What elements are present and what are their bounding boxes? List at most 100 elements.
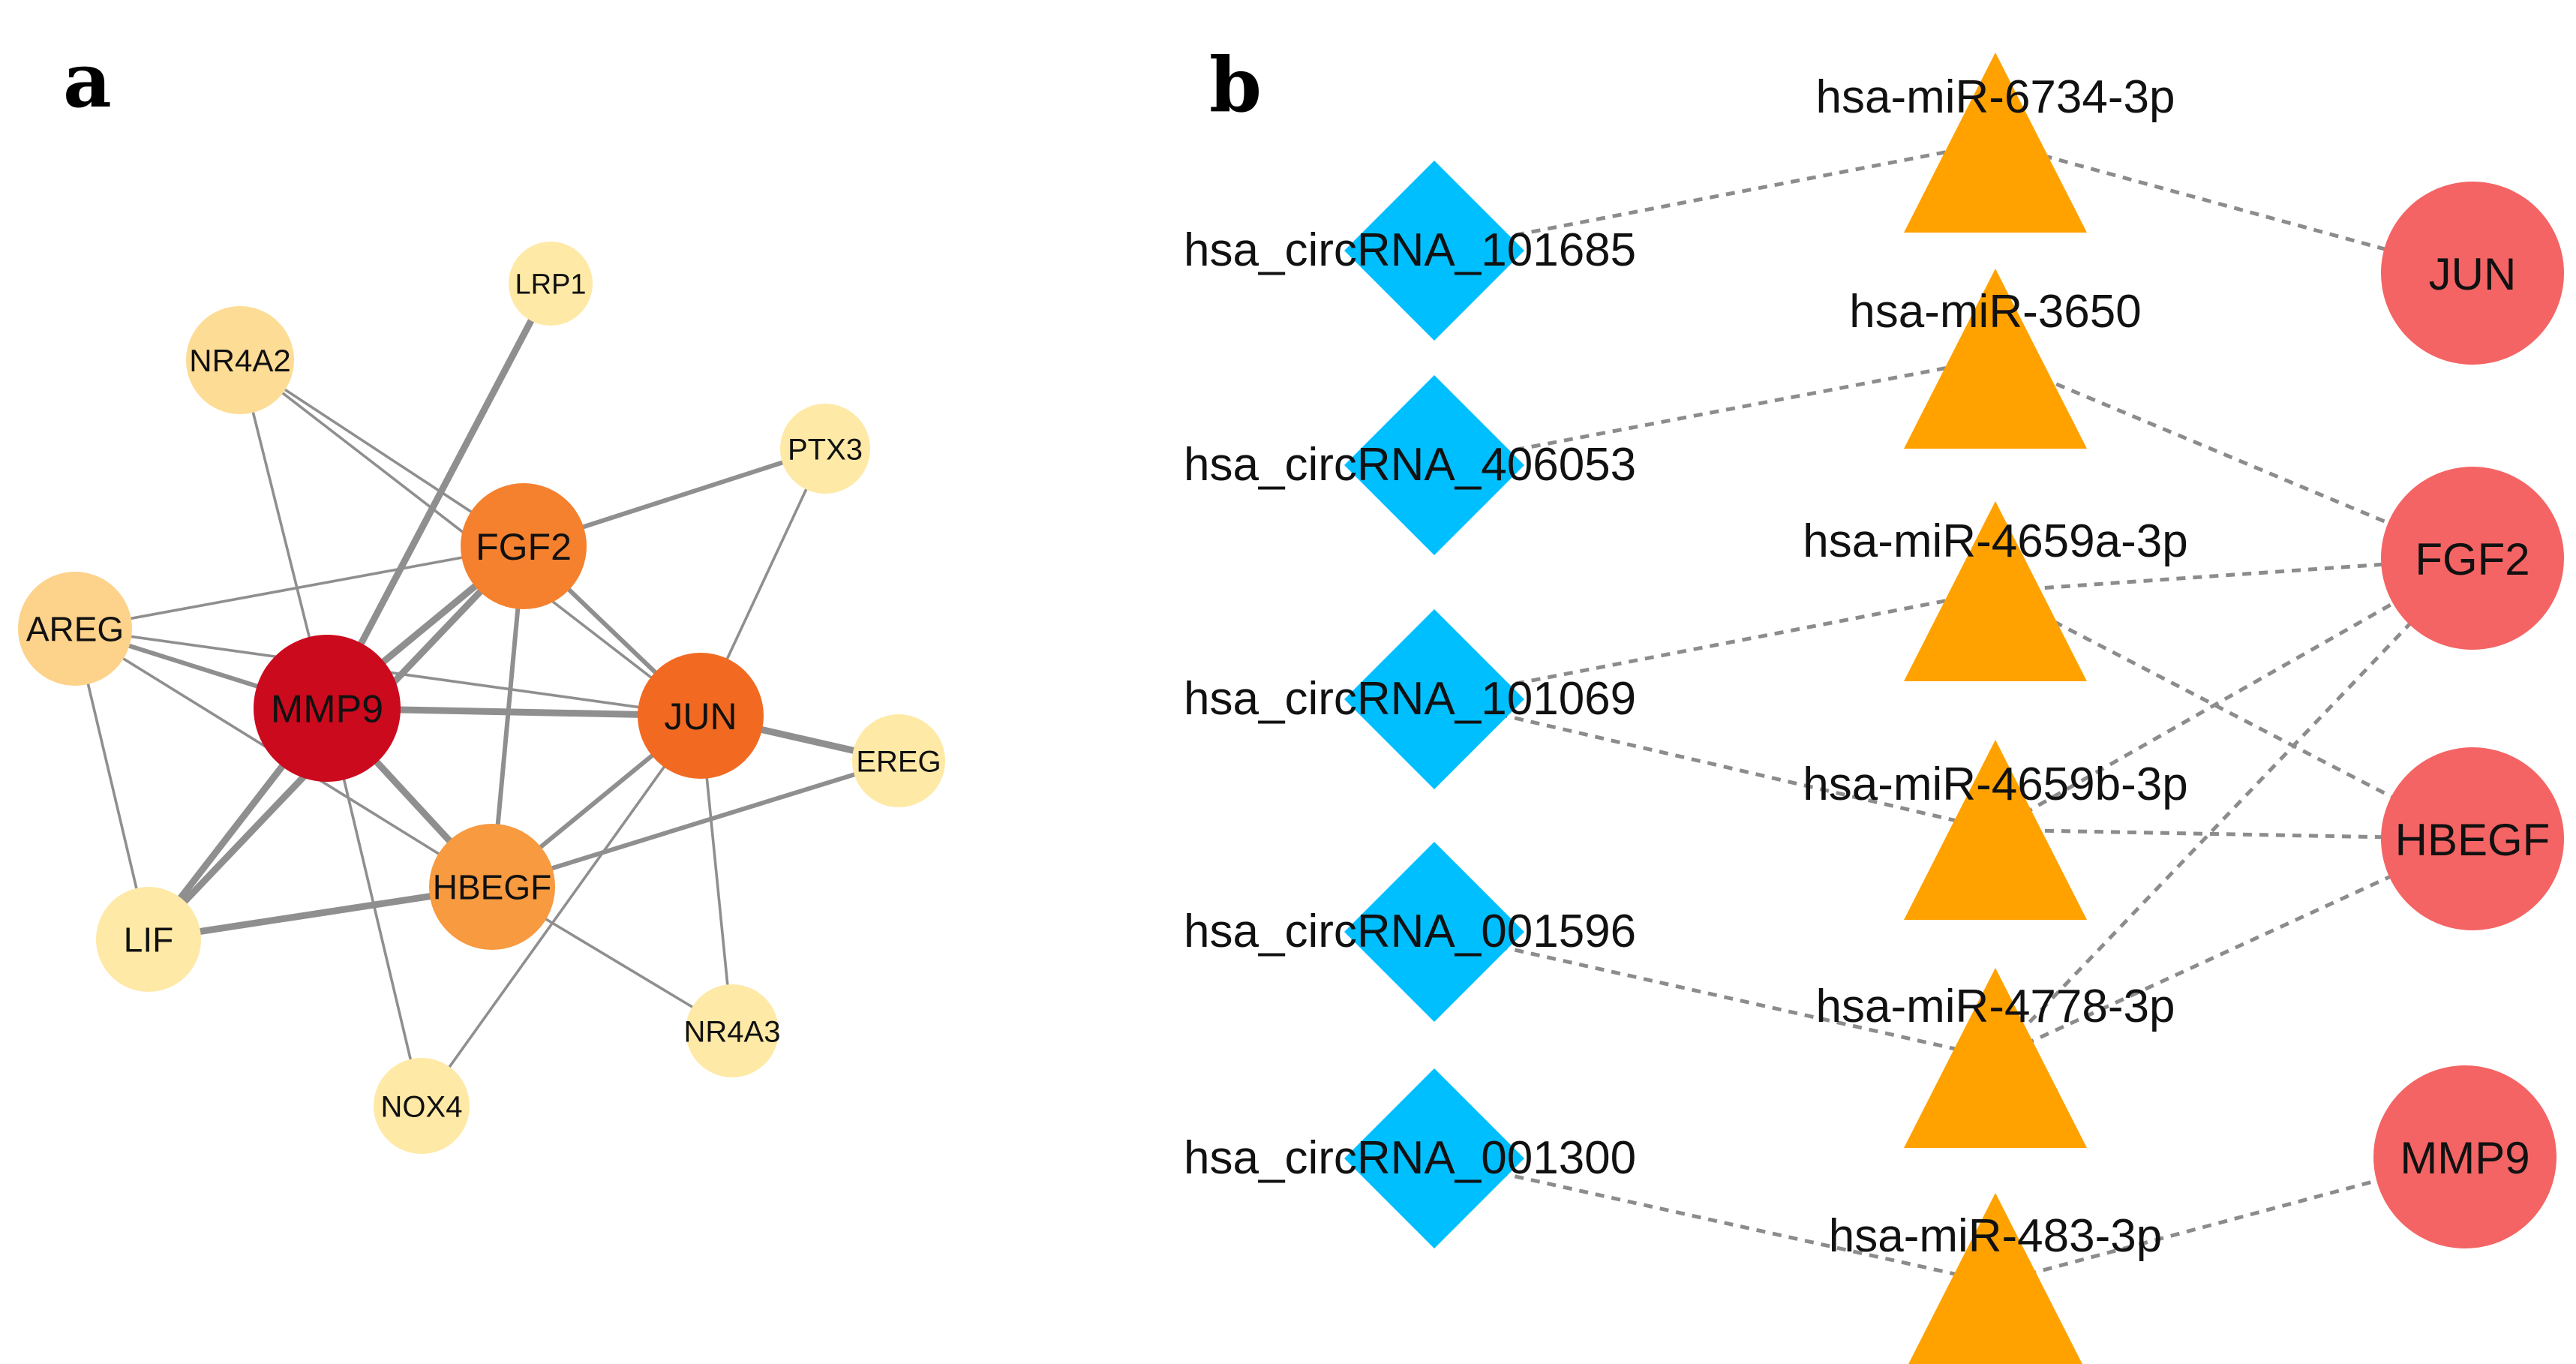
node-hbegf: HBEGF: [429, 824, 555, 950]
node-nr4a3-label: NR4A3: [684, 1015, 781, 1048]
circrna-diamond: [1344, 161, 1524, 341]
panel-a-label: a: [63, 36, 112, 125]
circrna-node-c4: hsa_circRNA_001596: [1184, 842, 1636, 1022]
node-jun-label: JUN: [664, 696, 737, 738]
node-nr4a2-label: NR4A2: [189, 343, 290, 378]
node-areg-circle: [18, 572, 132, 686]
node-jun-circle: [638, 653, 764, 779]
node-lrp1-label: LRP1: [515, 269, 586, 301]
target-label: MMP9: [2400, 1133, 2529, 1183]
mirna-label: hsa-miR-4659a-3p: [1803, 515, 2187, 567]
panel-b-circrna-mirna-mrna-network: b hsa_circRNA_101685hsa_circRNA_406053hs…: [1184, 41, 2564, 1364]
target-node-hbegf: HBEGF: [2381, 747, 2564, 930]
target-circle: [2381, 182, 2564, 365]
circrna-node-c5: hsa_circRNA_001300: [1184, 1068, 1636, 1248]
node-jun: JUN: [638, 653, 764, 779]
target-circle: [2373, 1065, 2556, 1248]
circrna-diamond: [1344, 1068, 1524, 1248]
node-hbegf-circle: [429, 824, 555, 950]
node-areg: AREG: [18, 572, 132, 686]
node-nr4a2-circle: [186, 306, 294, 414]
target-node-fgf2: FGF2: [2381, 467, 2564, 650]
target-circle: [2381, 747, 2564, 930]
mirna-label: hsa-miR-483-3p: [1829, 1210, 2163, 1262]
node-nox4: NOX4: [374, 1058, 470, 1154]
node-mmp9-label: MMP9: [271, 688, 383, 732]
edge-c2-m2: [1434, 356, 1996, 467]
mirna-triangle: [1904, 968, 2087, 1148]
node-ptx3-circle: [780, 404, 870, 494]
edge-mmp9-lrp1: [324, 281, 554, 711]
circrna-label: hsa_circRNA_101685: [1184, 224, 1636, 276]
node-ereg-circle: [852, 714, 945, 807]
node-nr4a3: NR4A3: [684, 984, 781, 1077]
edge-c1-m1: [1434, 140, 1996, 253]
edge-c3-m3: [1434, 589, 1996, 702]
circrna-label: hsa_circRNA_001596: [1184, 906, 1636, 957]
circrna-label: hsa_circRNA_101069: [1184, 673, 1636, 725]
node-lif: LIF: [96, 887, 201, 992]
circrna-node-c3: hsa_circRNA_101069: [1184, 609, 1636, 789]
mirna-label: hsa-miR-3650: [1849, 286, 2141, 338]
mirna-triangle: [1904, 269, 2087, 449]
node-nox4-circle: [374, 1058, 470, 1154]
mirna-node-m5: hsa-miR-4778-3p: [1816, 968, 2175, 1148]
target-label: FGF2: [2415, 534, 2529, 584]
edge-jun-nox4: [420, 714, 702, 1107]
circrna-diamond: [1344, 609, 1524, 789]
panel-b-nodes: hsa_circRNA_101685 hsa_circRNA_406053 hsa_…: [1184, 53, 2564, 1364]
circrna-diamond: [1344, 842, 1524, 1022]
mirna-label: hsa-miR-4778-3p: [1816, 981, 2175, 1032]
node-ptx3-label: PTX3: [788, 433, 863, 466]
target-node-mmp9: MMP9: [2373, 1065, 2556, 1248]
node-mmp9: MMP9: [254, 635, 401, 782]
circrna-node-c2: hsa_circRNA_406053: [1184, 375, 1636, 555]
node-areg-label: AREG: [26, 610, 124, 649]
mirna-node-m2: hsa-miR-3650: [1849, 269, 2142, 449]
node-lrp1: LRP1: [509, 242, 593, 326]
node-fgf2-circle: [461, 483, 587, 609]
node-nox4-label: NOX4: [381, 1090, 463, 1123]
mirna-label: hsa-miR-6734-3p: [1816, 71, 2175, 123]
mirna-node-m3: hsa-miR-4659a-3p: [1803, 501, 2188, 681]
node-nr4a3-circle: [686, 984, 779, 1077]
edge-m4-t2: [1994, 556, 2474, 832]
edge-hbegf-ereg: [491, 759, 899, 889]
target-label: HBEGF: [2395, 815, 2550, 865]
panel-b-edges: [1434, 140, 2474, 1285]
target-node-jun: JUN: [2381, 182, 2564, 365]
mirna-label: hsa-miR-4659b-3p: [1803, 759, 2187, 810]
node-ereg: EREG: [852, 714, 945, 807]
mirna-triangle: [1904, 501, 2087, 681]
node-lif-label: LIF: [124, 921, 173, 960]
mirna-triangle: [1904, 740, 2087, 920]
node-lrp1-circle: [509, 242, 593, 326]
circrna-diamond: [1344, 375, 1524, 555]
mirna-triangle: [1904, 53, 2087, 233]
circrna-label: hsa_circRNA_406053: [1184, 439, 1636, 491]
target-circle: [2381, 467, 2564, 650]
circrna-node-c1: hsa_circRNA_101685: [1184, 161, 1636, 341]
node-lif-circle: [96, 887, 201, 992]
edge-fgf2-areg: [74, 545, 524, 630]
mirna-node-m6: hsa-miR-483-3p: [1829, 1193, 2163, 1364]
edge-c4-m5: [1434, 930, 1996, 1060]
node-fgf2-label: FGF2: [476, 526, 572, 568]
mirna-node-m4: hsa-miR-4659b-3p: [1803, 740, 2188, 920]
node-ptx3: PTX3: [780, 404, 870, 494]
node-hbegf-label: HBEGF: [433, 868, 551, 907]
node-nr4a2: NR4A2: [186, 306, 294, 414]
edge-c5-m6: [1434, 1156, 1996, 1285]
node-mmp9-circle: [254, 635, 401, 782]
node-ereg-label: EREG: [856, 745, 941, 778]
target-label: JUN: [2429, 249, 2517, 299]
panel-b-label: b: [1209, 41, 1262, 129]
panel-a-edges: [74, 281, 899, 1107]
circrna-label: hsa_circRNA_001300: [1184, 1132, 1636, 1184]
edge-c3-m4: [1434, 697, 1996, 832]
mirna-triangle: [1908, 1193, 2082, 1364]
node-fgf2: FGF2: [461, 483, 587, 609]
